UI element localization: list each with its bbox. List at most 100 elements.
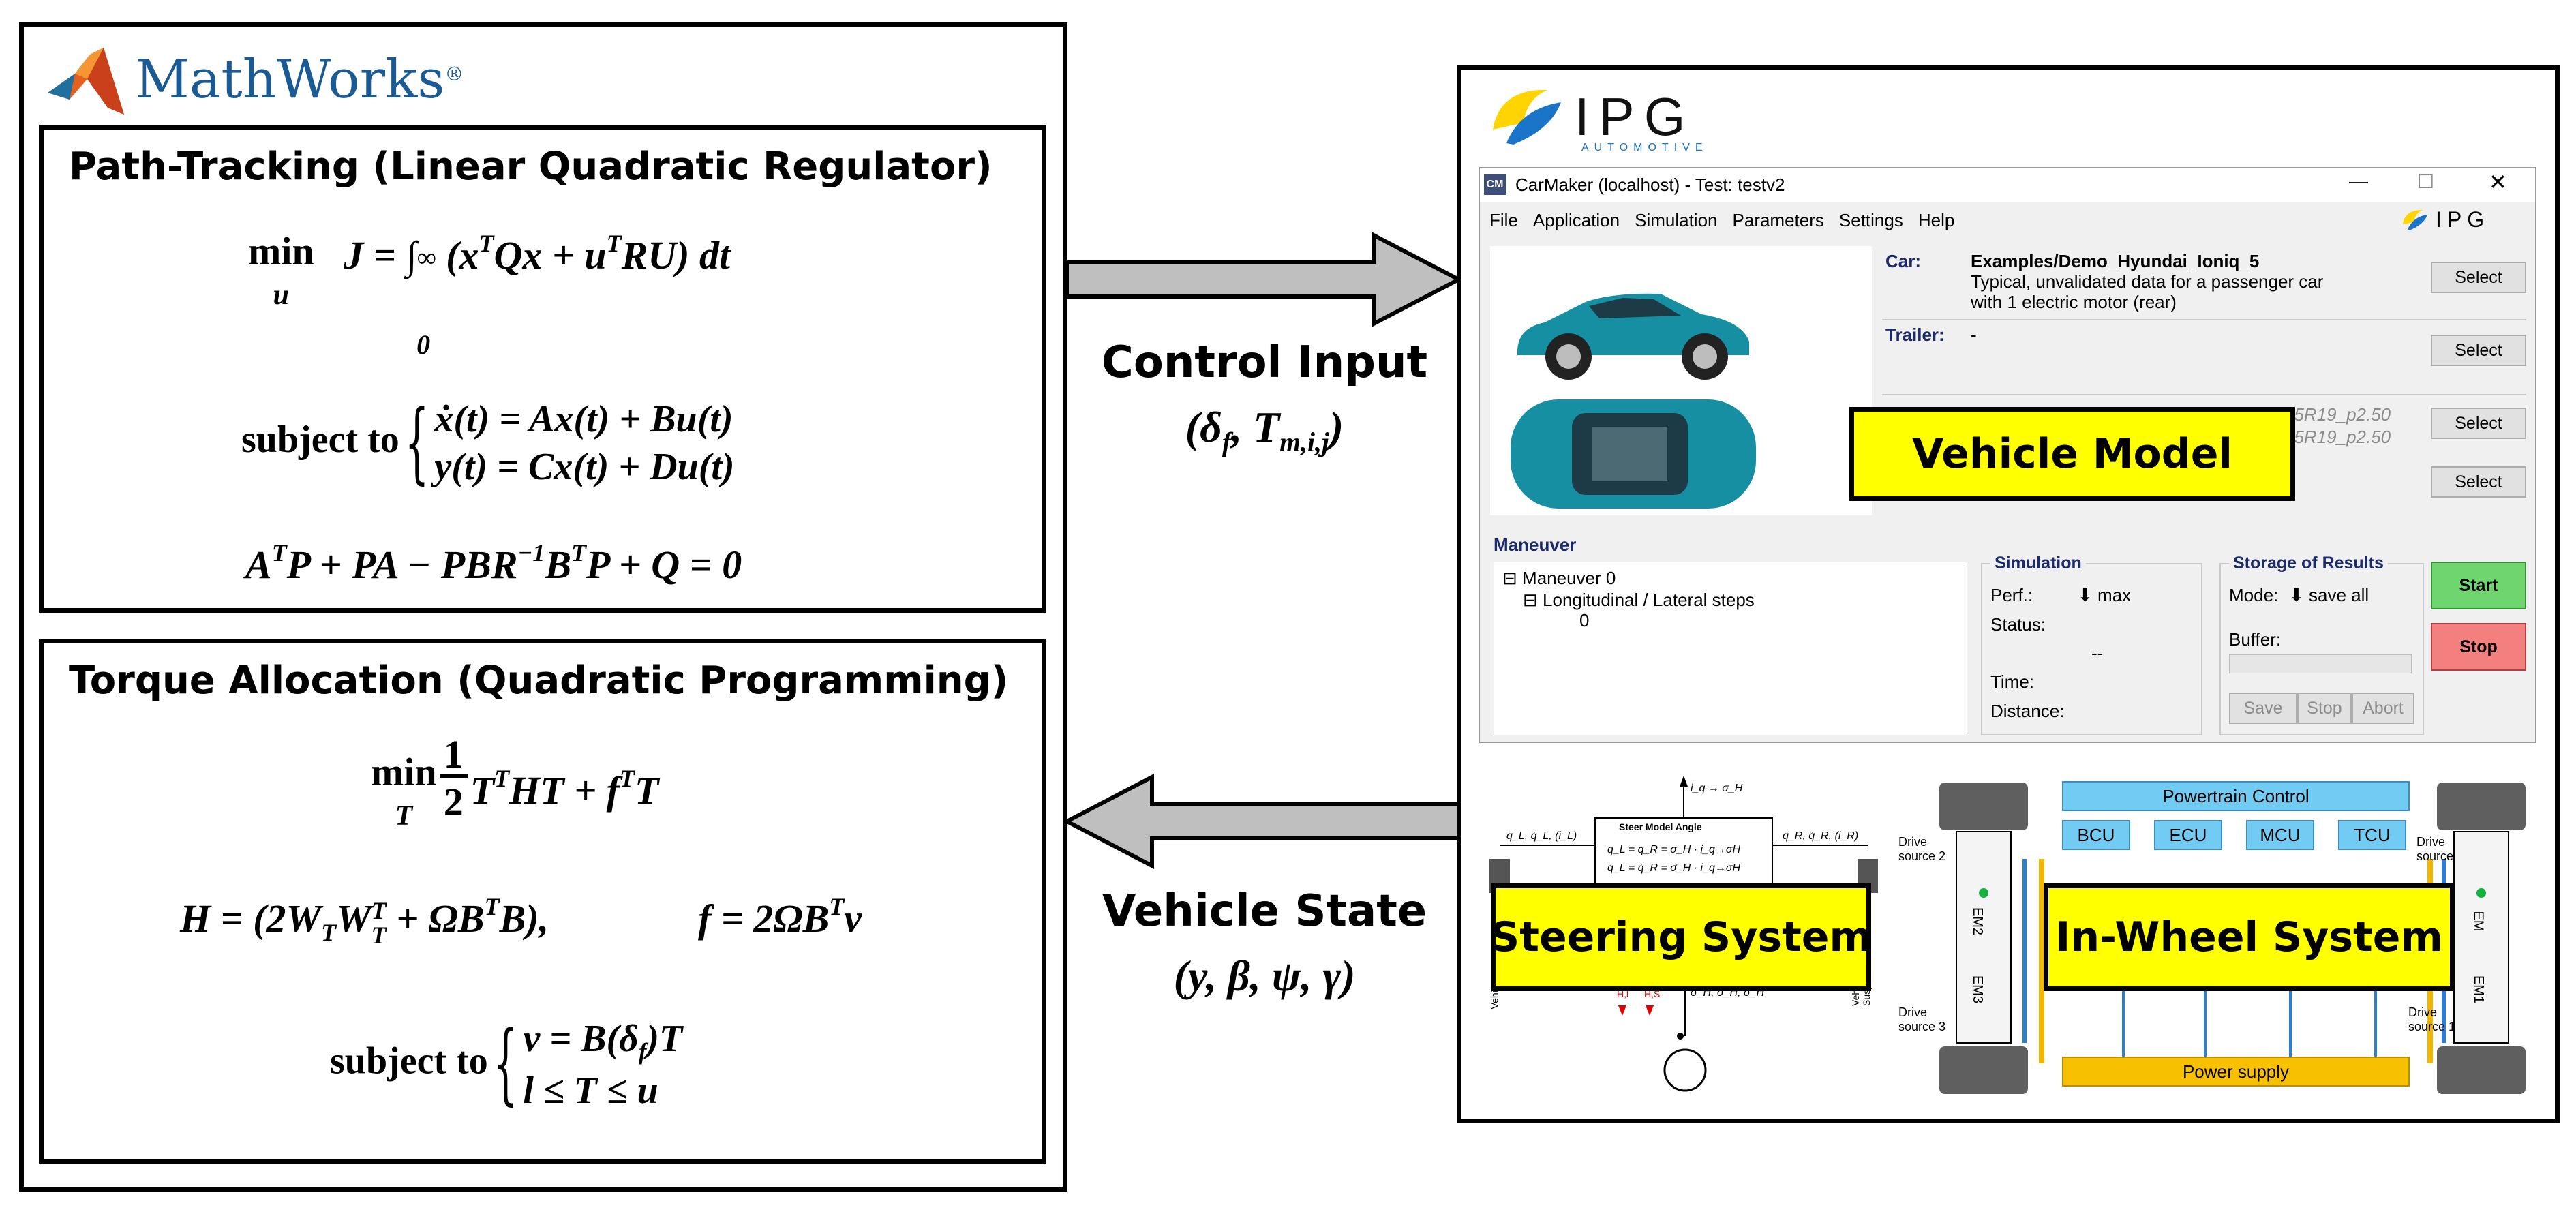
storage-group: Storage of Results Mode: ⬇ save all Buff… (2219, 553, 2424, 735)
steering-diagram: Steer Model Angle i_q → σ_H q_L, q̇_L, (… (1486, 770, 1881, 1104)
tire-value-2: 35R19_p2.50 (2284, 427, 2391, 447)
state-equation: ẋ(t) = Ax(t) + Bu(t) (434, 398, 733, 440)
torque-allocation-box: Torque Allocation (Quadratic Programming… (39, 639, 1046, 1164)
minimize-button[interactable]: — (2349, 170, 2368, 192)
collapse-icon[interactable]: ⊟ (1502, 568, 1517, 588)
path-tracking-box: Path-Tracking (Linear Quadratic Regulato… (39, 125, 1046, 613)
steer-left-var: q_L, q̇_L, (i_L) (1506, 830, 1577, 842)
registered-mark: ® (444, 62, 464, 85)
steer-right-var: q_R, q̇_R, (i_R) (1783, 830, 1859, 842)
bound-constraint: l ≤ T ≤ u (523, 1069, 658, 1112)
inverse-sup: −1 (517, 539, 545, 566)
select-trailer-button[interactable]: Select (2431, 335, 2526, 366)
trailer-value: - (1971, 324, 1977, 345)
steer-top-var: i_q → σ_H (1691, 783, 1743, 794)
lqr-cost-equation: min u J = ∫∞0 (xTQx + uTRU) dt (248, 230, 731, 362)
integral-lower-limit: 0 (416, 329, 431, 360)
car-description-2: with 1 electric motor (rear) (1971, 292, 2177, 312)
transpose-sup: T (606, 230, 622, 257)
qp-constraints: subject to{ v = B(δf)T l ≤ T ≤ u (330, 1014, 683, 1116)
riccati-end: P + Q = 0 (586, 543, 742, 588)
h-mid: + ΩB (386, 896, 485, 941)
qp-end: T (634, 768, 659, 813)
car-preview (1490, 246, 1872, 515)
min-variable: u (273, 279, 290, 311)
tcu-box: TCU (2338, 820, 2406, 850)
ipg-swoosh-icon (2402, 210, 2428, 230)
save-button[interactable]: Save (2229, 693, 2297, 724)
transpose-sup: T (371, 896, 387, 924)
divider (1882, 319, 2526, 320)
subscript: T (321, 918, 337, 946)
tree-node-steps[interactable]: ⊟ Longitudinal / Lateral steps (1523, 590, 1755, 611)
steer-small-label-1: H,l (1617, 988, 1629, 999)
download-icon: ⬇ (2289, 585, 2304, 605)
maximize-button[interactable]: ☐ (2417, 171, 2435, 192)
mode-label: Mode: (2229, 585, 2279, 605)
f-end: v (844, 896, 862, 941)
carmaker-window: CM CarMaker (localhost) - Test: testv2 —… (1479, 167, 2536, 743)
menu-application[interactable]: Application (1532, 209, 1620, 230)
f-start: f = 2ΩB (698, 896, 830, 941)
select-car-button[interactable]: Select (2431, 262, 2526, 293)
em3-label: EM3 (1970, 975, 1986, 1004)
transpose-sup: T (484, 893, 500, 920)
storage-stop-button[interactable]: Stop (2297, 693, 2352, 724)
menu-settings[interactable]: Settings (1838, 209, 1903, 230)
riccati-a: A (245, 543, 272, 588)
collapse-icon[interactable]: ⊟ (1523, 590, 1538, 610)
integrand-end: RU) dt (621, 233, 731, 278)
integral-upper-limit: ∞ (416, 242, 436, 273)
transpose-sup: T (494, 764, 510, 792)
constraint-start: v = B(δ (523, 1018, 639, 1060)
buffer-label: Buffer: (2229, 629, 2282, 650)
subject-to-label: subject to (241, 418, 399, 461)
window-title: CarMaker (localhost) - Test: testv2 (1515, 174, 1785, 195)
status-label: Status: (1990, 614, 2046, 635)
menu-simulation[interactable]: Simulation (1635, 209, 1718, 230)
ci-close: ) (1329, 403, 1344, 451)
ci-mid: , T (1231, 403, 1280, 451)
control-input-arrow (1065, 232, 1464, 327)
menu-file[interactable]: File (1489, 209, 1518, 230)
output-equation: y(t) = Cx(t) + Du(t) (434, 446, 735, 488)
ipg-logo-subtext: AUTOMOTIVE (1581, 142, 1708, 153)
abort-button[interactable]: Abort (2352, 693, 2414, 724)
fraction-numerator: 1 (439, 735, 468, 778)
qp-cost-equation: min T 1 2 TTHT + fTT (371, 725, 658, 832)
subscript: T (371, 921, 387, 949)
tree-node-step-0[interactable]: 0 (1579, 610, 1590, 631)
riccati-equation: ATP + PA − PBR−1BTP + Q = 0 (245, 538, 742, 588)
menu-help[interactable]: Help (1918, 209, 1955, 230)
mode-dropdown[interactable]: ⬇ save all (2289, 585, 2369, 606)
qp-t: T (470, 768, 495, 813)
steer-box-title: Steer Model Angle (1619, 821, 1702, 832)
fraction-denominator: 2 (443, 780, 464, 824)
car-label: Car: (1885, 251, 1922, 271)
perf-dropdown[interactable]: ⬇ max (2078, 585, 2131, 606)
tree-node-maneuver[interactable]: ⊟ Maneuver 0 (1502, 568, 1616, 589)
start-button[interactable]: Start (2431, 562, 2526, 609)
em-label: EM (2470, 911, 2486, 932)
maneuver-title: Maneuver (1494, 534, 1577, 555)
powertrain-control-box: Powertrain Control (2062, 781, 2410, 811)
close-button[interactable]: ✕ (2489, 170, 2507, 194)
drive-source-3-label: Drive source 3 (1898, 1005, 1946, 1033)
power-supply-box: Power supply (2062, 1057, 2410, 1087)
car-top-view-icon (1511, 399, 1756, 509)
drive-source-label: Drive source (2416, 835, 2454, 863)
stop-button[interactable]: Stop (2431, 623, 2526, 671)
car-description-1: Typical, unvalidated data for a passenge… (1971, 271, 2324, 292)
maneuver-tree: ⊟ Maneuver 0 ⊟ Longitudinal / Lateral st… (1494, 562, 1967, 735)
em1-label: EM1 (2471, 975, 2487, 1004)
integrand-mid: Qx + u (494, 233, 607, 278)
half-fraction: 1 2 (439, 735, 468, 824)
menu-parameters[interactable]: Parameters (1732, 209, 1824, 230)
select-tires-button[interactable]: Select (2431, 408, 2526, 439)
select-misc-button[interactable]: Select (2431, 466, 2526, 498)
tree-label: Longitudinal / Lateral steps (1543, 590, 1755, 610)
subscript: f (638, 1038, 647, 1065)
steering-schematic (1489, 776, 1878, 1092)
transpose-sup: T (479, 230, 494, 257)
